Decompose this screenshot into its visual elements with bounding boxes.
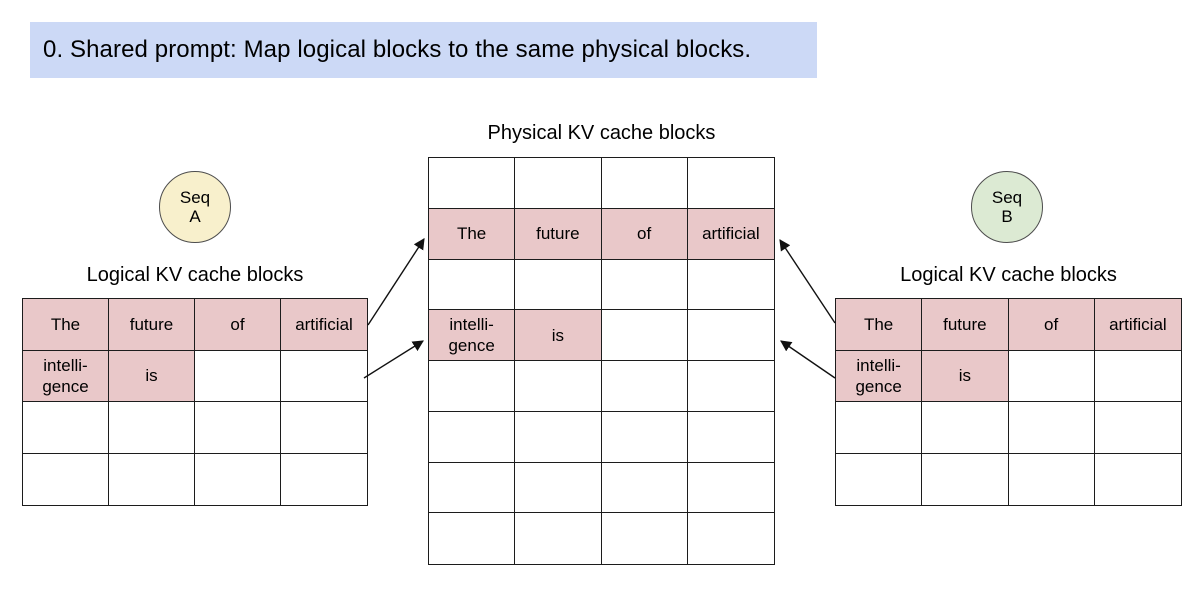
seq-b-label-line1: Seq (991, 188, 1023, 207)
arrow-seq-a-block1-to-physical (363, 340, 424, 379)
logical_a-cell-r2c0 (23, 402, 109, 454)
logical_a-cell-r0c1: future (109, 299, 195, 351)
logical_a-cell-r1c1: is (109, 350, 195, 402)
logical_b-cell-r3c0 (836, 453, 923, 505)
logical_a-cell-r3c2 (195, 453, 281, 505)
seq-a-label-line2: A (189, 207, 201, 226)
seq-b-label-line2: B (1001, 207, 1013, 226)
logical_a-cell-r2c1 (109, 402, 195, 454)
logical_b-cell-r0c3: artificial (1094, 299, 1181, 351)
logical_b-cell-r1c1: is (922, 350, 1009, 402)
physical-cell-r0c2 (601, 158, 688, 209)
physical-cell-r4c3 (687, 361, 774, 412)
physical-cell-r7c0 (429, 513, 516, 564)
physical-cell-r0c0 (429, 158, 516, 209)
logical_b-cell-r3c1 (922, 453, 1009, 505)
physical-cell-r0c3 (687, 158, 774, 209)
physical-cell-r7c1 (515, 513, 602, 564)
logical_a-cell-r1c2 (195, 350, 281, 402)
physical-cell-r2c1 (515, 259, 602, 311)
physical-cell-r5c1 (515, 411, 602, 463)
logical_a-cell-r3c0 (23, 453, 109, 505)
logical_a-cell-r0c2: of (195, 299, 281, 351)
logical_a-cell-r1c0: intelli- gence (23, 350, 109, 402)
physical-cell-r7c2 (602, 513, 688, 564)
logical-blocks-b-title: Logical KV cache blocks (900, 264, 1117, 286)
logical_a-cell-r2c3 (281, 402, 367, 454)
physical-cell-r6c1 (515, 462, 602, 514)
logical_a-cell-r1c3 (281, 351, 367, 402)
logical_a-cell-r3c3 (281, 454, 367, 506)
physical-cell-r0c1 (515, 158, 602, 209)
logical_a-cell-r0c0: The (23, 299, 109, 351)
physical-cell-r7c3 (688, 513, 774, 564)
physical-cell-r4c2 (601, 361, 688, 412)
physical-cell-r6c0 (429, 462, 516, 514)
physical-cell-r3c3 (687, 310, 774, 361)
logical_b-cell-r3c3 (1095, 454, 1181, 506)
physical-cell-r2c2 (601, 259, 688, 311)
seq-a-label-line1: Seq (179, 188, 211, 207)
physical-cell-r3c0: intelli- gence (429, 310, 516, 361)
physical-cell-r5c3 (687, 412, 774, 463)
logical_b-cell-r0c2: of (1008, 299, 1095, 351)
arrow-seq-b-block1-to-physical (780, 340, 836, 379)
logical_b-cell-r2c0 (836, 402, 923, 454)
seq-b-badge: Seq B (971, 171, 1043, 243)
physical-cell-r1c0: The (429, 208, 516, 260)
logical_b-cell-r1c0: intelli- gence (836, 350, 923, 402)
logical_a-cell-r3c1 (109, 453, 195, 505)
physical-cell-r5c2 (601, 411, 688, 463)
physical-blocks-title: Physical KV cache blocks (487, 122, 716, 144)
physical-cell-r4c0 (429, 361, 516, 412)
logical_b-cell-r0c1: future (922, 299, 1009, 351)
physical-cell-r6c2 (601, 462, 688, 514)
logical_a-cell-r2c2 (195, 402, 281, 454)
logical_b-cell-r1c3 (1094, 351, 1181, 402)
physical-cell-r2c0 (429, 259, 516, 311)
physical-cell-r1c2: of (601, 208, 688, 260)
slide-title-text: 0. Shared prompt: Map logical blocks to … (43, 36, 752, 63)
physical-cell-r6c3 (687, 463, 774, 514)
logical_b-cell-r1c2 (1008, 350, 1095, 402)
logical_b-cell-r2c3 (1094, 402, 1181, 454)
physical-cell-r4c1 (515, 361, 602, 412)
physical-cell-r2c3 (687, 260, 774, 311)
physical-cell-r3c2 (601, 310, 688, 361)
physical-cell-r3c1: is (515, 310, 602, 361)
physical-cell-r5c0 (429, 411, 516, 463)
physical-cell-r1c1: future (515, 208, 602, 260)
logical_b-cell-r0c0: The (836, 299, 923, 351)
logical-blocks-a-title: Logical KV cache blocks (86, 264, 304, 286)
seq-a-badge: Seq A (159, 171, 231, 243)
logical_b-cell-r3c2 (1009, 453, 1095, 505)
slide-title-banner: 0. Shared prompt: Map logical blocks to … (30, 22, 817, 78)
arrow-seq-a-block0-to-physical (367, 238, 425, 326)
logical_b-cell-r2c2 (1008, 402, 1095, 454)
physical-cell-r1c3: artificial (687, 208, 774, 260)
logical_a-cell-r0c3: artificial (281, 299, 367, 351)
arrow-seq-b-block0-to-physical (779, 239, 836, 324)
logical_b-cell-r2c1 (922, 402, 1009, 454)
